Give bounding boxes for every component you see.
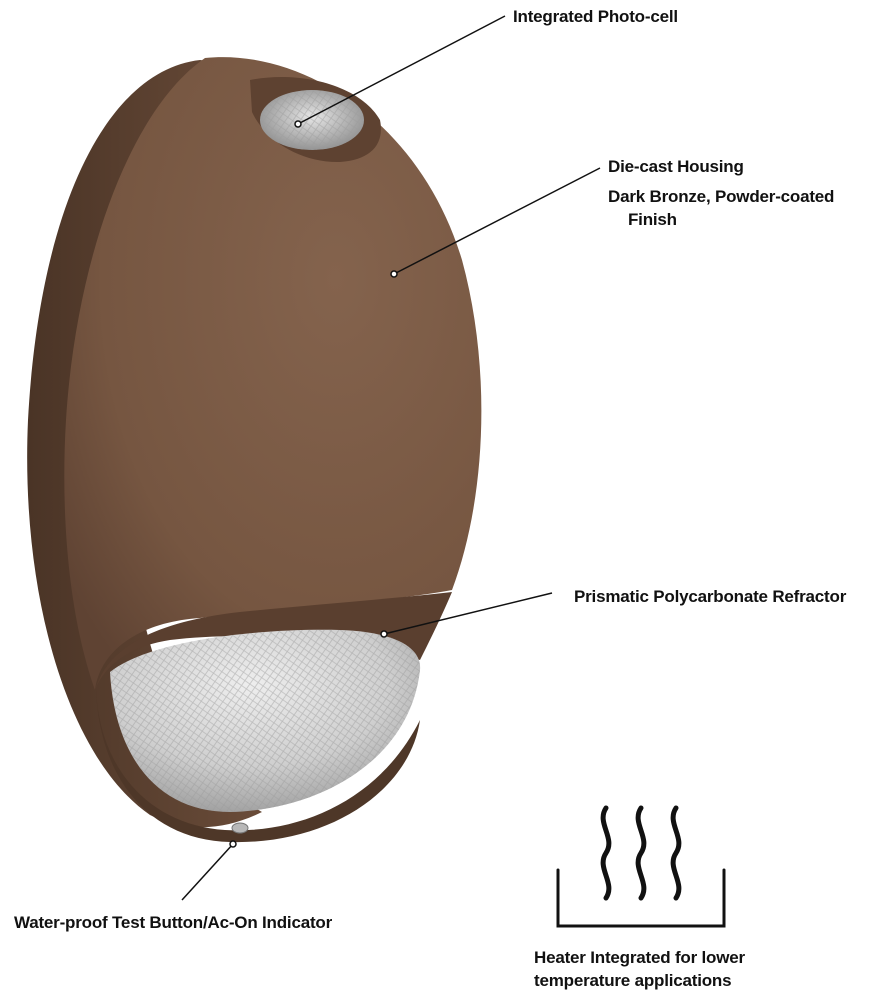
die-cast-housing: [64, 57, 482, 691]
leader-housing: [393, 167, 601, 275]
refractor-label: Prismatic Polycarbonate Refractor: [574, 587, 847, 606]
photocell-mesh: [260, 90, 364, 150]
housing-label: Die-cast Housing: [608, 157, 744, 176]
test-button: [231, 822, 249, 834]
housing-finish-label-line1: Dark Bronze, Powder-coated: [608, 187, 835, 206]
housing-finish-label-line2: Finish: [628, 210, 677, 229]
refractor-mesh: [110, 629, 421, 812]
leader-lines: [181, 15, 601, 901]
heater-label-line1: Heater Integrated for lower: [534, 948, 745, 967]
test-button-label: Water-proof Test Button/Ac-On Indicator: [14, 913, 333, 932]
hood-lip: [95, 592, 452, 690]
leader-test-button: [181, 843, 234, 901]
photocell-label: Integrated Photo-cell: [513, 7, 678, 26]
heater-label-line2: temperature applications: [534, 971, 732, 990]
heat-waves-in-tray-icon: [556, 805, 726, 928]
light-fixture: [27, 57, 482, 843]
leader-photocell: [297, 15, 506, 125]
leader-refractor: [383, 592, 553, 635]
